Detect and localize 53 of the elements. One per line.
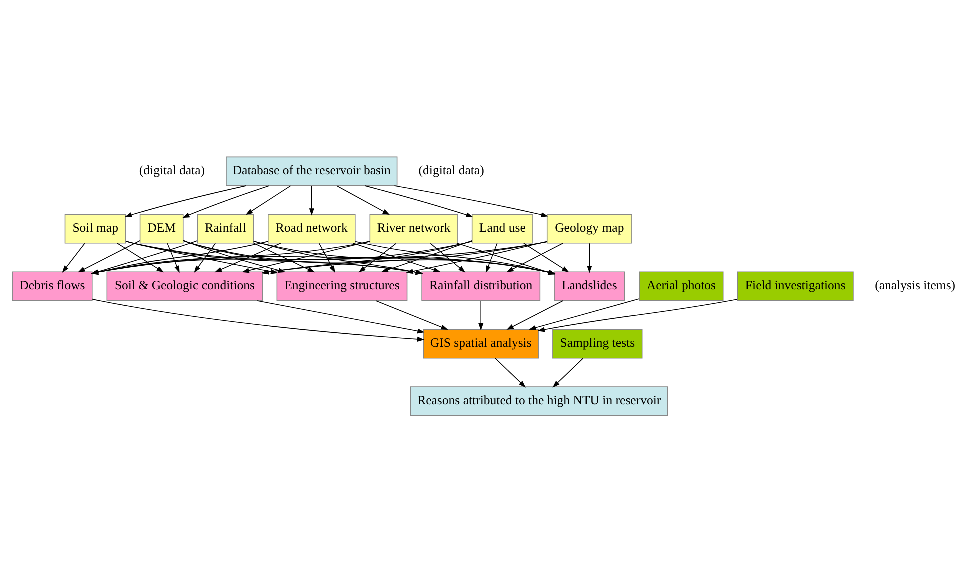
arrow bbox=[364, 186, 474, 218]
arrow bbox=[524, 243, 570, 273]
arrow bbox=[117, 243, 164, 273]
node-box: Soil map bbox=[64, 214, 126, 244]
arrow bbox=[376, 300, 448, 330]
arrow bbox=[358, 243, 397, 273]
arrow bbox=[506, 300, 564, 330]
node-box: Road network bbox=[268, 214, 356, 244]
arrow bbox=[78, 240, 141, 273]
arrow bbox=[62, 243, 86, 274]
arrow bbox=[256, 300, 425, 334]
arrow bbox=[506, 243, 564, 273]
arrow bbox=[336, 186, 390, 216]
node-box: Reasons attributed to the high NTU in reservoir bbox=[410, 386, 668, 416]
arrow bbox=[167, 243, 180, 274]
label: (analysis items) bbox=[875, 278, 956, 293]
node-box: Soil & Geologic conditions bbox=[106, 272, 264, 302]
arrow bbox=[486, 243, 498, 274]
arrow bbox=[478, 300, 484, 331]
node-box: Geology map bbox=[546, 214, 632, 244]
node-box: Landslides bbox=[554, 272, 626, 302]
arrow bbox=[394, 186, 549, 218]
arrow bbox=[126, 240, 278, 274]
label: (digital data) bbox=[139, 164, 206, 178]
node-box: DEM bbox=[140, 214, 184, 244]
arrow bbox=[495, 358, 526, 388]
arrow bbox=[352, 243, 441, 273]
arrow bbox=[538, 299, 738, 332]
node-box: Sampling tests bbox=[552, 329, 643, 359]
arrow bbox=[194, 243, 216, 274]
node-box: Rainfall bbox=[197, 214, 254, 244]
arrow bbox=[587, 243, 592, 274]
arrow bbox=[552, 358, 584, 388]
node-box: Database of the reservoir basin bbox=[226, 156, 398, 186]
node-box: River network bbox=[370, 214, 458, 244]
arrow bbox=[246, 186, 292, 216]
node-box: Aerial photos bbox=[639, 272, 724, 302]
arrow bbox=[528, 298, 640, 330]
arrow bbox=[319, 243, 336, 274]
arrow bbox=[430, 243, 466, 273]
label: (digital data) bbox=[418, 164, 484, 178]
arrow bbox=[92, 298, 425, 342]
node-box: GIS spatial analysis bbox=[423, 329, 539, 359]
node-box: Debris flows bbox=[12, 272, 93, 302]
arrow bbox=[309, 186, 314, 216]
node-box: Field investigations bbox=[737, 272, 854, 302]
node-box: Engineering structures bbox=[276, 272, 408, 302]
arrow bbox=[182, 186, 270, 218]
arrow bbox=[124, 186, 247, 218]
arrow bbox=[381, 240, 473, 272]
arrow bbox=[214, 243, 282, 273]
node-box: Rainfall distribution bbox=[422, 272, 541, 302]
node-box: Land use bbox=[472, 214, 534, 244]
